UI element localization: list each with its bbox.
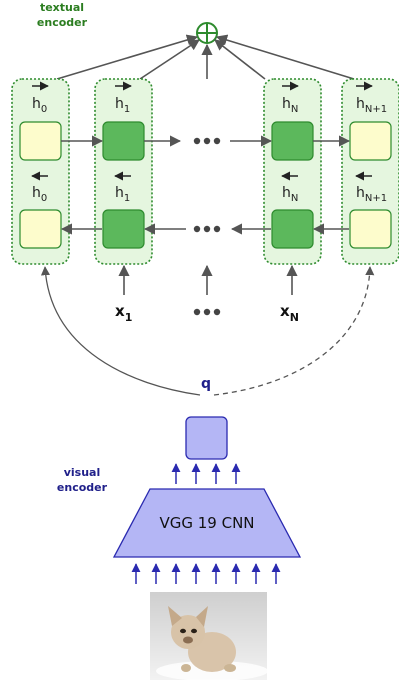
- query-to-hN1-backward-arrow: [213, 266, 375, 396]
- cell-h1-forward: [102, 121, 145, 161]
- cell-hN1-forward: [349, 121, 392, 161]
- svg-text:h0: h0: [32, 185, 47, 204]
- svg-text:hN+1: hN+1: [356, 185, 387, 204]
- query-to-h0-backward-arrow: [40, 266, 201, 396]
- label-hN-backward: hN: [281, 171, 298, 204]
- svg-text:h0: h0: [32, 96, 47, 115]
- query-label: q: [201, 376, 211, 392]
- cell-hN-forward: [271, 121, 314, 161]
- label-h0-forward: h0: [32, 81, 49, 115]
- cell-hN-backward: [271, 209, 314, 249]
- svg-text:h1: h1: [115, 96, 130, 115]
- label-h1-backward: h1: [114, 171, 131, 204]
- ellipsis-backward: [193, 225, 221, 233]
- ellipsis-inputs: [193, 308, 221, 316]
- label-h1-forward: h1: [115, 81, 132, 115]
- query-vector-box: [185, 416, 228, 460]
- label-hN1-backward: hN+1: [355, 171, 387, 204]
- sum-input-arrows: [56, 34, 355, 80]
- vgg19-cnn-label: VGG 19 CNN: [159, 514, 254, 532]
- visual-encoder-label-line2: encoder: [57, 481, 108, 494]
- svg-text:hN+1: hN+1: [356, 96, 387, 115]
- textual-encoder-label-line1: textual: [40, 1, 84, 14]
- cell-h0-forward: [19, 121, 62, 161]
- ellipsis-forward: [193, 137, 221, 145]
- image-input-arrows: [131, 563, 281, 584]
- svg-text:h1: h1: [115, 185, 130, 204]
- vgg19-cnn-block: [112, 488, 302, 558]
- label-hN-forward: hN: [282, 81, 299, 115]
- svg-text:hN: hN: [282, 96, 298, 115]
- visual-encoder-label-line1: visual: [64, 466, 101, 479]
- input-arrows: [118, 264, 298, 295]
- sum-node: [196, 22, 218, 44]
- input-x1-label: x1: [115, 302, 132, 324]
- svg-text:hN: hN: [282, 185, 298, 204]
- kitten-photo: [150, 592, 268, 681]
- label-hN1-forward: hN+1: [356, 81, 387, 115]
- label-h0-backward: h0: [31, 171, 48, 204]
- cnn-output-arrows: [171, 463, 241, 484]
- cell-hN1-backward: [349, 209, 392, 249]
- cell-h0-backward: [19, 209, 62, 249]
- textual-encoder-label-line2: encoder: [37, 16, 88, 29]
- input-xN-label: xN: [280, 302, 299, 324]
- cell-h1-backward: [102, 209, 145, 249]
